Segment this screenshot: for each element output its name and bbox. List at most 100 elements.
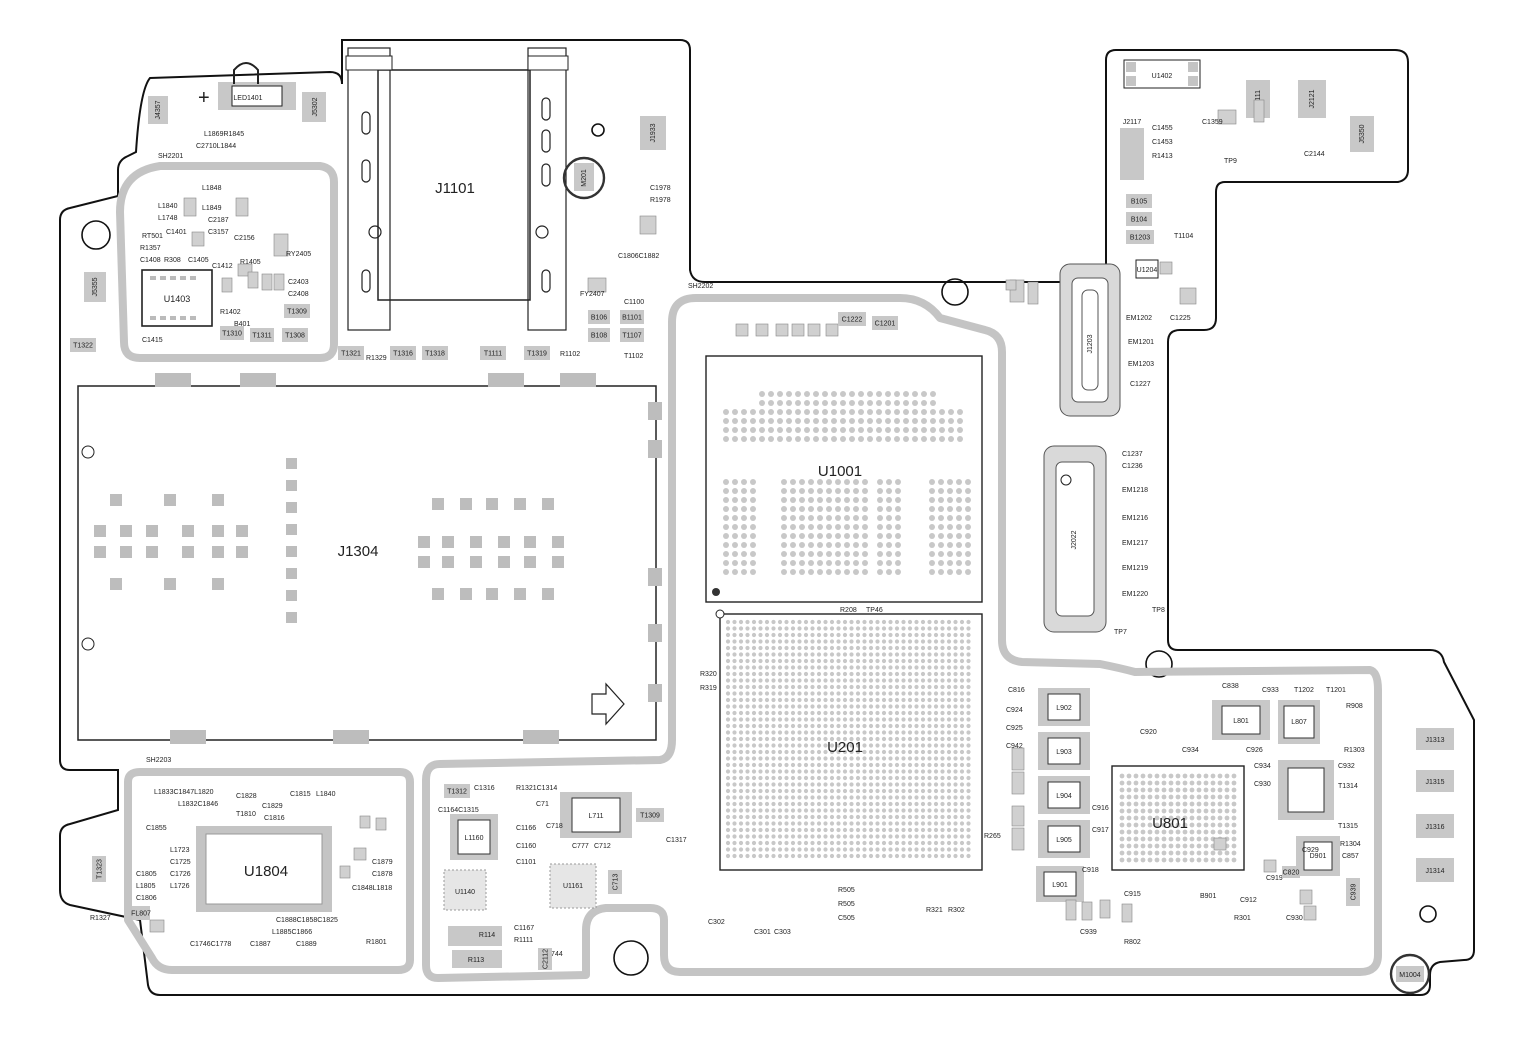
t1323-pad: [92, 856, 106, 882]
l903-label: L903: [1056, 749, 1072, 756]
c1415-label: C1415: [142, 337, 163, 344]
c1725-label: C1725: [170, 859, 191, 866]
c920-label: C920: [1140, 729, 1157, 736]
c3157-label: C3157: [208, 229, 229, 236]
j1203-label: J1203: [1087, 334, 1094, 353]
l1840b-label: L1840: [316, 791, 336, 798]
m201-test-point: [562, 156, 606, 200]
c505-label: C505: [838, 915, 855, 922]
t1311-label: T1311: [252, 333, 271, 340]
m1004-test-point: [1389, 953, 1431, 995]
c1408-label: C1408: [140, 257, 161, 264]
t1310-label: T1310: [222, 331, 242, 338]
r265-label: R265: [984, 833, 1001, 840]
component-pad: [273, 233, 289, 257]
c1225-label: C1225: [1170, 315, 1191, 322]
component-pad: [735, 323, 749, 337]
component-pad: [1303, 905, 1317, 921]
c2403-label: C2403: [288, 279, 309, 286]
b1203-label: B1203: [1130, 235, 1150, 242]
r1304-label: R1304: [1340, 841, 1361, 848]
component-pad: [1099, 899, 1111, 919]
j1314-label: J1314: [1425, 868, 1444, 875]
component-pad: [1213, 837, 1227, 851]
c2144-label: C2144: [1304, 151, 1325, 158]
t1102-label: T1102: [624, 353, 643, 360]
shield-frames: [116, 162, 1382, 982]
b901-label: B901: [1200, 893, 1216, 900]
l1833c1847l1820-label: L1833C1847L1820: [154, 789, 214, 796]
j2121-label: J2121: [1309, 89, 1316, 108]
c942-label: C942: [1006, 743, 1023, 750]
t1104-label: T1104: [1174, 233, 1193, 240]
em1216-label: EM1216: [1122, 515, 1148, 522]
c303-label: C303: [774, 929, 791, 936]
b105-label: B105: [1131, 199, 1147, 206]
b1101-label: B1101: [622, 315, 642, 322]
j1203-connector: J1203: [1059, 263, 1121, 417]
t1111-pad: [480, 346, 506, 360]
c1412-label: C1412: [212, 263, 233, 270]
r1413-label: R1413: [1152, 153, 1173, 160]
c744-label: C744: [546, 951, 563, 958]
l1748-label: L1748: [158, 215, 178, 222]
u1001-label: U1001: [818, 463, 862, 480]
t1309-pad: [284, 304, 310, 318]
component-pad: [1263, 859, 1277, 873]
ry2405-label: RY2405: [286, 251, 311, 258]
j1313-label: J1313: [1425, 737, 1444, 744]
c1816-label: C1816: [264, 815, 285, 822]
c713-pad: [608, 870, 622, 894]
component-pad: [1027, 281, 1039, 305]
t1314-label: T1314: [1338, 783, 1358, 790]
c934-label: C934: [1182, 747, 1199, 754]
c1887-label: C1887: [250, 941, 271, 948]
component-pad: [247, 271, 259, 289]
c932-label: C932: [1338, 763, 1355, 770]
l801-label: L801: [1233, 718, 1249, 725]
r1329-label: R1329: [366, 355, 387, 362]
c857-label: C857: [1342, 853, 1359, 860]
u201-chip: U201: [715, 609, 983, 871]
c912-label: C912: [1240, 897, 1257, 904]
t1107-label: T1107: [622, 333, 641, 340]
component-pad: [1011, 827, 1025, 851]
l711-label: L711: [588, 813, 603, 820]
b105-pad: [1126, 194, 1152, 208]
l1840-label: L1840: [158, 203, 178, 210]
em1220-label: EM1220: [1122, 591, 1148, 598]
j1316-label: J1316: [1425, 824, 1444, 831]
component-pad: [1121, 903, 1133, 923]
c1100-label: C1100: [624, 299, 644, 306]
c1222-pad: [838, 312, 866, 326]
t1319-pad: [524, 346, 550, 360]
tp7-label: TP7: [1114, 629, 1127, 636]
c1879-label: C1879: [372, 859, 393, 866]
fl807-pad: [132, 906, 150, 920]
c924-label: C924: [1006, 707, 1023, 714]
j5302-label: J5302: [312, 97, 319, 116]
c1164c1315-label: C1164C1315: [438, 807, 479, 814]
l901-label: L901: [1052, 882, 1068, 889]
t1107-pad: [620, 328, 644, 342]
component-pad: [1299, 889, 1313, 905]
j1304-connector: J1304: [77, 373, 662, 744]
component-pad: [221, 277, 233, 293]
t1321-label: T1321: [341, 351, 361, 358]
em1218-label: EM1218: [1122, 487, 1148, 494]
r1303-label: R1303: [1344, 747, 1365, 754]
c820-label: C820: [1283, 870, 1300, 877]
c1101-label: C1101: [516, 859, 536, 866]
reference-designators: TP9 C1359 C1455 C1453 R1413 C2144 T1104 …: [90, 119, 1365, 958]
r802-label: R802: [1124, 939, 1141, 946]
l902-label: L902: [1056, 705, 1072, 712]
u1403-label: U1403: [164, 294, 191, 304]
t1322-pad: [70, 338, 96, 352]
c1888c1858c1825-label: C1888C1858C1825: [276, 917, 338, 924]
b106-label: B106: [591, 315, 607, 322]
orientation-arrow-icon: [591, 682, 625, 726]
t1318-pad: [422, 346, 448, 360]
em1201-label: EM1201: [1128, 339, 1154, 346]
r301-label: R301: [1234, 915, 1251, 922]
r1111-label: R1111: [514, 937, 533, 944]
